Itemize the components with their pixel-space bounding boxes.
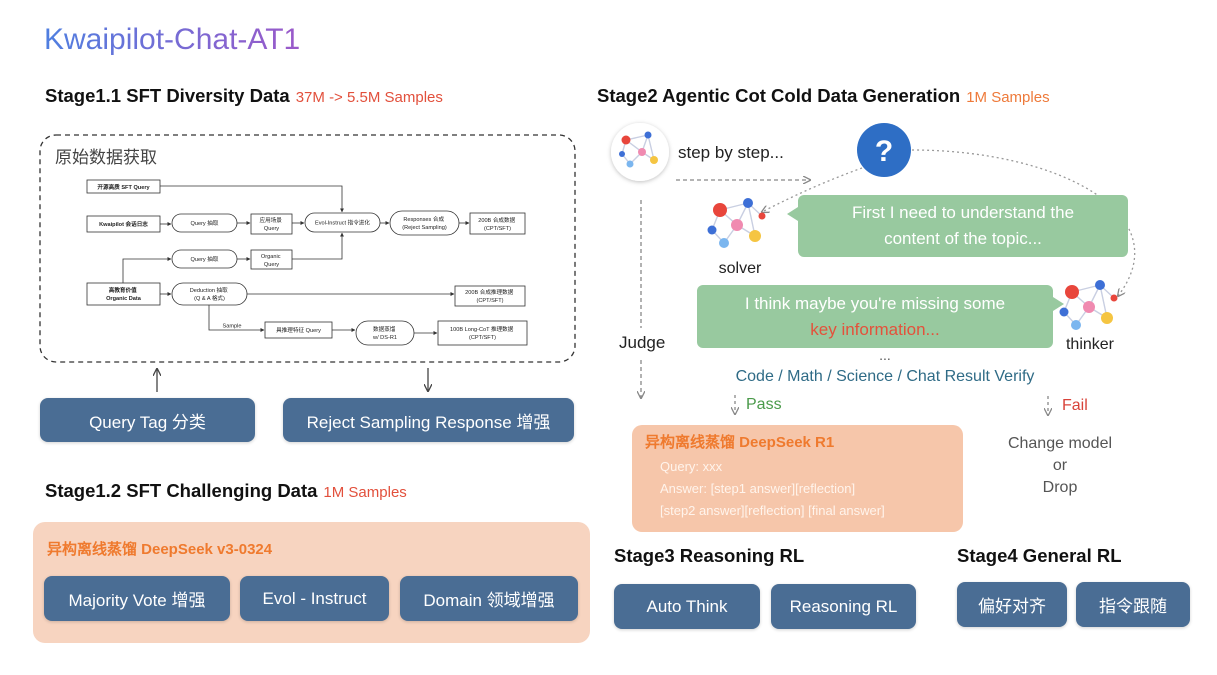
thinker-network-icon bbox=[1058, 279, 1119, 331]
solver-network-icon bbox=[706, 197, 767, 249]
question-to-thinker-arrow bbox=[911, 149, 1136, 296]
example-answer-continued-line: [step2 answer][reflection] [final answer… bbox=[660, 503, 885, 518]
stage1-2-heading: Stage1.2 SFT Challenging Data 1M Samples bbox=[45, 480, 407, 504]
source-data-box: 原始数据获取 bbox=[39, 134, 576, 363]
flow-node-deduction: Deduction 抽取 (Q & A 格式) bbox=[171, 282, 248, 306]
bubble-line: content of the topic... bbox=[884, 229, 1042, 248]
flow-node-label: 高教育价值 Organic Data bbox=[106, 286, 142, 302]
flow-node-organic-query: Organic Query bbox=[250, 249, 293, 270]
stage4-heading: Stage4 General RL bbox=[957, 545, 1122, 566]
bubble-line: First I need to understand the bbox=[851, 203, 1075, 222]
fail-action: Change model or Drop bbox=[990, 433, 1130, 499]
flow-node-label: Organic Query bbox=[261, 254, 282, 268]
thinker-message-bubble: I think maybe you're missing some key in… bbox=[697, 285, 1064, 348]
verify-text: Code / Math / Science / Chat Result Veri… bbox=[735, 368, 1035, 385]
flow-node-label: 数据蒸馏 w/ DS-R1 bbox=[372, 325, 397, 341]
flow-node-organic-data: 高教育价值 Organic Data bbox=[86, 282, 161, 306]
flow-node-evol-instruct: Evol-Instruct 指令进化 bbox=[304, 212, 381, 233]
flow-node-open-sft-query: 开源高质 SFT Query bbox=[86, 179, 161, 194]
example-query-line: Query: xxx bbox=[660, 459, 723, 474]
flow-edge-sample-label: Sample bbox=[223, 324, 242, 330]
ellipsis: ... bbox=[879, 347, 891, 363]
judge-label: Judge bbox=[619, 333, 666, 352]
solver-message-bubble: First I need to understand the content o… bbox=[787, 195, 1128, 257]
stage1-1-title: Stage1.1 SFT Diversity Data bbox=[45, 85, 290, 106]
flow-node-long-cot-100b: 100B Long-CoT 推理数据 (CPT/SFT) bbox=[437, 320, 528, 346]
flow-node-label: 开源高质 SFT Query bbox=[97, 183, 150, 191]
bubble-highlight-line: key information... bbox=[810, 319, 940, 339]
flow-node-label: Evol-Instruct 指令进化 bbox=[315, 219, 370, 227]
flow-node-label: Responses 合成 (Reject Sampling) bbox=[402, 215, 447, 231]
flow-node-label: Query 抽取 bbox=[191, 255, 219, 263]
stage2-distill-panel bbox=[632, 425, 963, 532]
flow-node-label: Query 抽取 bbox=[191, 219, 219, 227]
flow-node-label: 应用场景 Query bbox=[260, 216, 284, 232]
flow-node-label: 100B Long-CoT 推理数据 (CPT/SFT) bbox=[450, 325, 515, 341]
flow-node-label: Deduction 抽取 (Q & A 格式) bbox=[190, 286, 230, 302]
flow-node-label: 200B 合成推理数据 (CPT/SFT) bbox=[465, 288, 515, 304]
flow-node-responses: Responses 合成 (Reject Sampling) bbox=[389, 210, 460, 236]
majority-vote-button: Majority Vote 增强 bbox=[44, 576, 230, 621]
domain-button: Domain 领域增强 bbox=[400, 576, 578, 621]
fail-action-line: or bbox=[1052, 457, 1068, 474]
flow-node-label: 200B 合成数据 (CPT/SFT) bbox=[478, 216, 517, 232]
stage2-distill-label: 异构离线蒸馏 DeepSeek R1 bbox=[645, 434, 835, 451]
stage2-title: Stage2 Agentic Cot Cold Data Generation bbox=[597, 85, 961, 106]
flow-node-synthetic-200b: 200B 合成数据 (CPT/SFT) bbox=[469, 212, 526, 235]
fail-label: Fail bbox=[1062, 397, 1088, 414]
flowchart-edges bbox=[122, 185, 470, 335]
reject-sampling-button: Reject Sampling Response 增强 bbox=[283, 398, 574, 442]
question-glyph: ? bbox=[875, 135, 893, 168]
stage1-2-distill-label: 异构离线蒸馏 DeepSeek v3-0324 bbox=[47, 541, 273, 558]
question-mark-icon: ? bbox=[857, 123, 911, 177]
preference-alignment-button: 偏好对齐 bbox=[957, 582, 1067, 627]
solver-label: solver bbox=[718, 260, 762, 277]
flow-node-app-query: 应用场景 Query bbox=[250, 213, 293, 235]
flow-node-query-extract: Query 抽取 bbox=[171, 213, 238, 233]
evol-instruct-button: Evol - Instruct bbox=[240, 576, 389, 621]
flow-node-distill: 数据蒸馏 w/ DS-R1 bbox=[355, 320, 415, 346]
fail-action-line: Change model bbox=[1007, 435, 1113, 452]
fail-action-line: Drop bbox=[1042, 479, 1078, 496]
reasoning-rl-button: Reasoning RL bbox=[771, 584, 916, 629]
stage2-heading: Stage2 Agentic Cot Cold Data Generation 1… bbox=[597, 85, 1050, 109]
step-by-step-text: step by step... bbox=[678, 143, 784, 162]
pass-label: Pass bbox=[746, 396, 782, 413]
stage2-samples: 1M Samples bbox=[966, 89, 1050, 106]
question-to-solver-arrow bbox=[762, 167, 863, 212]
stage1-2-title: Stage1.2 SFT Challenging Data bbox=[45, 480, 318, 501]
query-tag-button: Query Tag 分类 bbox=[40, 398, 255, 442]
network-icon bbox=[611, 123, 669, 181]
thinker-label: thinker bbox=[1065, 336, 1115, 353]
flow-node-label: Kwaipilot 会话日志 bbox=[99, 220, 148, 228]
source-box-title: 原始数据获取 bbox=[55, 148, 157, 167]
page-title: Kwaipilot-Chat-AT1 bbox=[44, 23, 301, 56]
flow-node-reasoning-200b: 200B 合成推理数据 (CPT/SFT) bbox=[454, 285, 526, 307]
stage1-2-samples: 1M Samples bbox=[323, 484, 407, 501]
flow-node-query-extract-2: Query 抽取 bbox=[171, 249, 238, 269]
stage1-1-samples: 37M -> 5.5M Samples bbox=[295, 89, 443, 106]
stage3-heading: Stage3 Reasoning RL bbox=[614, 545, 805, 566]
auto-think-button: Auto Think bbox=[614, 584, 760, 629]
flow-node-reasoning-query: 具推理特征 Query bbox=[264, 321, 333, 339]
flow-node-kwaipilot-logs: Kwaipilot 会话日志 bbox=[86, 215, 161, 233]
example-answer-line: Answer: [step1 answer][reflection] bbox=[660, 481, 856, 496]
instruction-following-button: 指令跟随 bbox=[1076, 582, 1190, 627]
bubble-line: I think maybe you're missing some bbox=[744, 293, 1006, 313]
flow-node-label: 具推理特征 Query bbox=[276, 326, 321, 334]
stage1-1-heading: Stage1.1 SFT Diversity Data 37M -> 5.5M S… bbox=[45, 85, 443, 109]
